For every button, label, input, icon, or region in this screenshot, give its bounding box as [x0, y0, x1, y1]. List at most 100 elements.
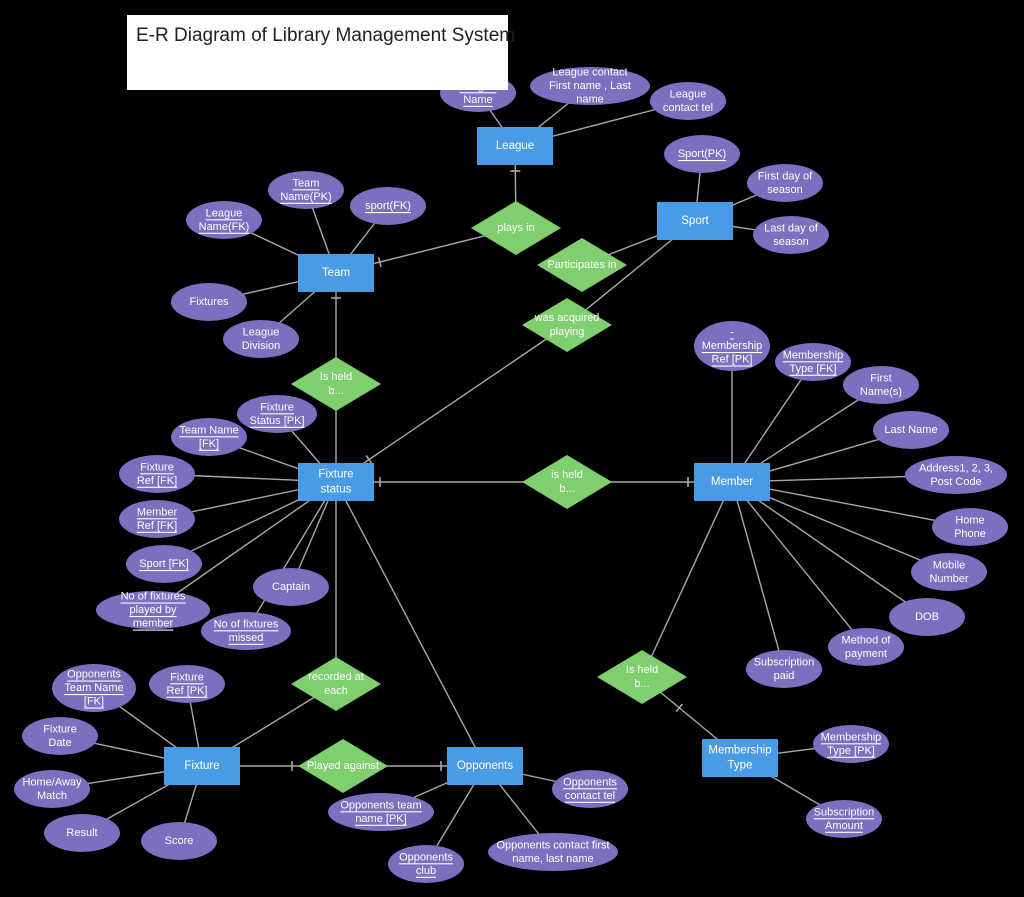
- attribute-label-line-0: -: [730, 327, 734, 339]
- attribute-label-line-1: payment: [845, 648, 887, 660]
- attribute-score: Score: [141, 822, 217, 860]
- attribute-ellipse: [388, 845, 464, 883]
- attribute-ellipse: [223, 320, 299, 358]
- attribute-label-line-0: Home: [955, 514, 984, 526]
- attribute-label-line-1: Number: [929, 573, 968, 585]
- relationship-label-line-0: Is held: [320, 371, 352, 383]
- attribute-label-line-0: Fixture: [43, 723, 77, 735]
- attribute-label-line-0: Mobile: [933, 559, 965, 571]
- attribute-ellipse: [253, 568, 329, 606]
- attribute-ellipse: [747, 164, 823, 202]
- attribute-label-line-0: League: [243, 326, 280, 338]
- cardinality-marker: [675, 703, 684, 713]
- attribute-label-line-2: Ref [PK]: [712, 354, 753, 366]
- relationship-diamond: [522, 455, 612, 509]
- attribute-opp-contact-name: Opponents contact first name, last name: [488, 833, 618, 871]
- attribute-label-line-0: First: [870, 372, 891, 384]
- cardinality-marker: [365, 455, 373, 465]
- attribute-captain: Captain: [253, 568, 329, 606]
- attribute-label-line-1: Match: [37, 790, 67, 802]
- attribute-ellipse: [119, 500, 195, 538]
- attribute-label-line-2: name: [576, 94, 604, 106]
- attribute-sport-pk: Sport(PK): [664, 135, 740, 173]
- attribute-ellipse: [350, 187, 426, 225]
- attribute-label-line-1: name, last name: [512, 853, 593, 865]
- attribute-label-line-0: Last Name: [884, 424, 937, 436]
- attribute-ellipse: [141, 822, 217, 860]
- attribute-ellipse: [694, 321, 770, 371]
- relationship-participates-in: Participates in: [537, 238, 627, 292]
- attribute-label-line-0: Home/Away: [22, 776, 82, 788]
- attribute-sport-fk-team: sport(FK): [350, 187, 426, 225]
- attribute-label-line-0: sport(FK): [365, 200, 411, 212]
- relationship-is-held-member: is heldb...: [522, 455, 612, 509]
- entity-rect: [298, 254, 374, 292]
- title-box: E-R Diagram of Library Management System: [127, 15, 515, 90]
- relationship-label-line-1: playing: [550, 326, 585, 338]
- relationship-plays-in: plays in: [471, 201, 561, 255]
- entity-label-line-0: Fixture: [318, 469, 353, 481]
- attribute-ellipse: [746, 650, 822, 688]
- attribute-label-line-0: Team: [293, 177, 320, 189]
- relationship-diamond: [537, 238, 627, 292]
- relationship-label-line-0: Participates in: [547, 259, 616, 271]
- relationship-is-held-membership: Is heldb...: [597, 650, 687, 704]
- entity-sport: Sport: [657, 202, 733, 240]
- attribute-label-line-1: club: [416, 865, 436, 877]
- attribute-label-line-0: Opponents contact first: [496, 839, 609, 851]
- relationship-label-line-1: each: [324, 685, 348, 697]
- attribute-label-line-1: Name(s): [860, 386, 902, 398]
- entity-label-line-0: League: [496, 140, 534, 152]
- relationship-diamond: [471, 201, 561, 255]
- attribute-ellipse: [201, 612, 291, 650]
- entity-rect: [694, 463, 770, 501]
- attribute-address: Address1, 2, 3,Post Code: [905, 456, 1007, 494]
- attribute-label-line-0: Captain: [272, 581, 310, 593]
- attribute-result: Result: [44, 814, 120, 852]
- attribute-label-line-0: No of fixtures: [214, 618, 279, 630]
- attribute-label-line-0: Fixture: [170, 671, 204, 683]
- attribute-ellipse: [126, 545, 202, 583]
- attribute-ellipse: [813, 725, 889, 763]
- attribute-ellipse: [932, 508, 1008, 546]
- attribute-label-line-0: Sport [FK]: [139, 558, 189, 570]
- attribute-connector: [731, 481, 971, 528]
- attribute-label-line-1: Name(PK): [280, 191, 331, 203]
- entity-label-line-0: Sport: [681, 215, 709, 227]
- entity-rect: [164, 747, 240, 785]
- attribute-label-line-2: [FK]: [84, 696, 104, 708]
- attribute-ellipse: [96, 591, 210, 629]
- attribute-label-line-0: Address1, 2, 3,: [919, 462, 993, 474]
- relationship-label-line-0: Is held: [626, 664, 658, 676]
- relationship-connector: [335, 481, 486, 767]
- attribute-ellipse: [806, 800, 882, 838]
- attribute-ellipse: [186, 201, 262, 239]
- entity-fixture: Fixture: [164, 747, 240, 785]
- attribute-label-line-0: Opponents: [399, 851, 453, 863]
- attribute-ellipse: [22, 717, 98, 755]
